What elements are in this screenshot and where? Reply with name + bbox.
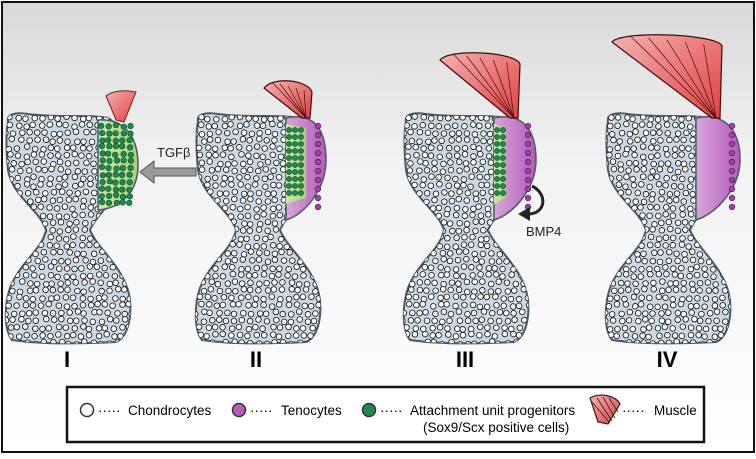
tgfb-label: TGFβ [157,145,190,160]
legend-muscle-label: Muscle [654,403,697,418]
stage-label-1: I [64,347,70,372]
stage-label-4: IV [657,347,678,372]
legend-chondrocytes-dots: ····· [98,403,120,418]
chondrocyte-icon [81,404,94,417]
bmp4-label: BMP4 [526,224,561,239]
legend-progenitors-dots: ····· [380,403,402,418]
legend-tenocytes-dots: ····· [250,403,272,418]
stage-label-3: III [456,347,474,372]
background-panel [2,2,754,452]
progenitor-icon [363,404,376,417]
legend-chondrocytes-label: Chondrocytes [128,403,212,418]
legend-progenitors-sublabel: (Sox9/Scx positive cells) [423,420,569,435]
legend: ····· Chondrocytes ····· Tenocytes ·····… [67,387,704,442]
legend-tenocytes-label: Tenocytes [281,403,342,418]
legend-muscle-dots: ····· [622,403,644,418]
tenocyte-icon [233,404,246,417]
legend-progenitors-label: Attachment unit progenitors [410,403,575,418]
stage-label-2: II [250,347,262,372]
